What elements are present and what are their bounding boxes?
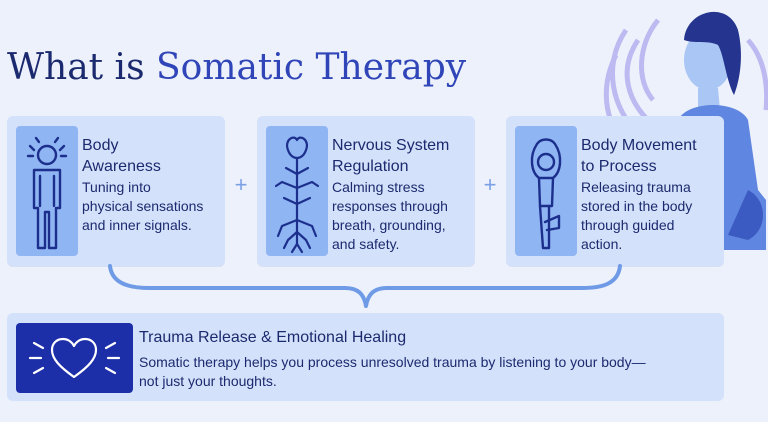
card-description-line: Tuning into <box>82 179 151 195</box>
card-heading-line: Body <box>82 137 119 154</box>
card-description-line: action. <box>581 236 623 252</box>
card-heading-line: Nervous System <box>332 137 450 154</box>
card-body-movement: Body Movement to Process Releasing traum… <box>506 116 724 266</box>
page-title: What is Somatic Therapy <box>7 44 466 92</box>
card-heading-line: Body Movement <box>581 137 697 154</box>
card-description-line: physical sensations <box>82 198 204 214</box>
card-heading: Nervous System Regulation <box>332 135 469 177</box>
card-description-line: responses through <box>332 198 448 214</box>
card-description-line: Releasing trauma <box>581 179 691 195</box>
card-body-awareness: Body Awareness Tuning into physical sens… <box>7 116 225 266</box>
banner-description-line: not just your thoughts. <box>139 373 277 389</box>
card-description-line: breath, grounding, <box>332 217 446 233</box>
plus-connector: + <box>234 172 248 197</box>
heart-icon <box>28 337 121 379</box>
card-icon-box <box>16 126 78 256</box>
card-heading-line: Regulation <box>332 158 409 175</box>
plus-connector: + <box>483 172 497 197</box>
title-accent: Somatic Therapy <box>156 47 467 88</box>
title-prefix: What is <box>7 47 156 88</box>
card-heading-line: Awareness <box>82 158 161 175</box>
card-icon-box <box>266 126 328 256</box>
card-heading: Body Movement to Process <box>581 135 718 177</box>
banner-description: Somatic therapy helps you process unreso… <box>139 353 699 391</box>
card-description-line: stored in the body <box>581 198 693 214</box>
card-description-line: through guided <box>581 217 675 233</box>
person-icon <box>26 136 68 250</box>
card-description-line: Calming stress <box>332 179 425 195</box>
card-icon-box <box>515 126 577 256</box>
nervous-system-icon <box>274 136 320 254</box>
card-description: Calming stress responses through breath,… <box>332 178 469 254</box>
heart-icon-box <box>16 323 133 393</box>
trauma-release-banner: Trauma Release & Emotional Healing Somat… <box>7 313 724 401</box>
card-description-line: and inner signals. <box>82 217 192 233</box>
bracket-connector <box>108 264 622 308</box>
card-description-line: and safety. <box>332 236 400 252</box>
banner-heading: Trauma Release & Emotional Healing <box>139 329 407 346</box>
banner-description-line: Somatic therapy helps you process unreso… <box>139 354 646 370</box>
card-nervous-system-regulation: Nervous System Regulation Calming stress… <box>257 116 475 266</box>
card-description: Releasing trauma stored in the body thro… <box>581 178 718 254</box>
yoga-pose-icon <box>530 138 562 250</box>
card-heading: Body Awareness <box>82 135 219 177</box>
card-heading-line: to Process <box>581 158 657 175</box>
card-description: Tuning into physical sensations and inne… <box>82 178 219 235</box>
